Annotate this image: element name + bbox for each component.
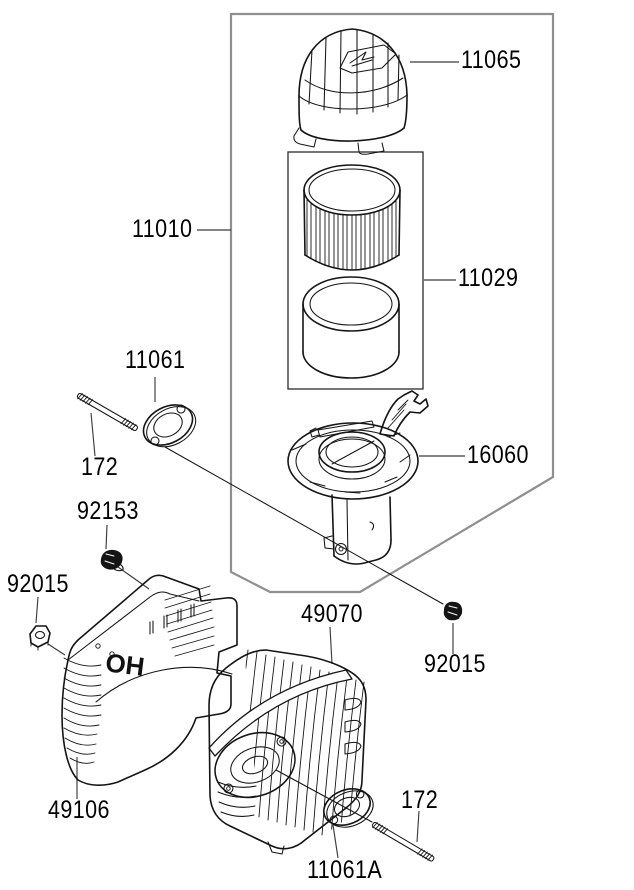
muffler-drawing	[208, 649, 367, 855]
part-label-16060: 16060	[467, 441, 529, 469]
part-label-92153: 92153	[77, 497, 139, 525]
part-label-49070: 49070	[301, 600, 363, 628]
part-label-11029: 11029	[458, 264, 519, 292]
air-filter-gasket-drawing	[142, 404, 197, 448]
foam-filter-element-drawing	[302, 276, 400, 379]
part-label-49106: 49106	[48, 796, 110, 824]
leader-lines	[35, 61, 465, 859]
part-label-92015-right: 92015	[424, 650, 486, 678]
part-label-172-air: 172	[81, 453, 119, 481]
part-label-11065: 11065	[461, 46, 522, 74]
hex-nut-right-drawing	[443, 601, 463, 621]
assembly-frame-box	[229, 12, 555, 594]
flanged-nut-drawing	[100, 549, 124, 572]
cover-embossed-text: OH	[104, 647, 146, 682]
muffler-stud-drawing	[371, 821, 435, 862]
muffler-gasket-drawing	[323, 788, 374, 828]
part-label-172-muffler: 172	[401, 786, 439, 814]
stud-centerlines	[164, 446, 444, 823]
part-label-11010: 11010	[132, 215, 193, 243]
air-filter-case-drawing	[287, 390, 429, 565]
hex-nut-left-drawing	[29, 625, 51, 651]
paper-filter-element-drawing	[303, 164, 401, 271]
part-label-11061: 11061	[125, 346, 186, 374]
air-cleaner-cap-drawing	[293, 28, 408, 155]
element-frame-box	[287, 151, 424, 390]
muffler-cover-drawing: OH	[61, 574, 238, 786]
part-label-92015-left: 92015	[7, 570, 69, 598]
part-label-11061A: 11061A	[307, 856, 383, 884]
air-filter-stud-drawing	[76, 392, 138, 432]
